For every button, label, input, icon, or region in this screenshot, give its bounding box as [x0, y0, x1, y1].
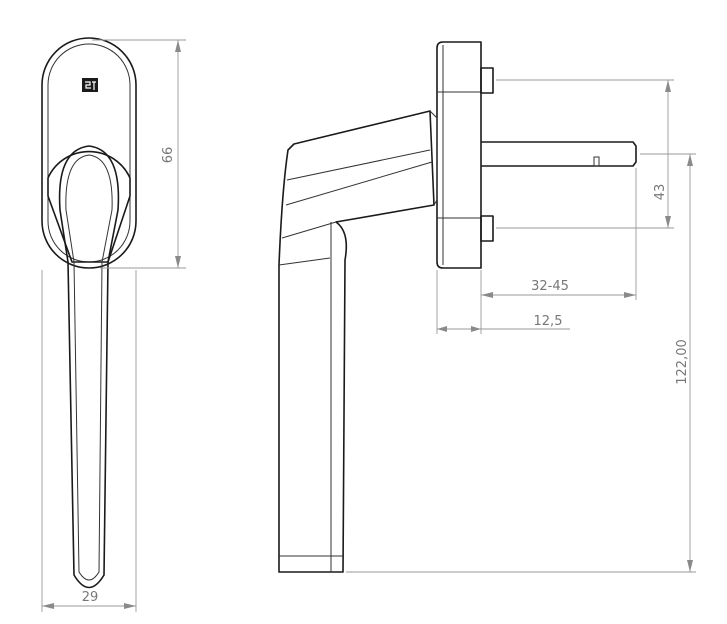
- side-view: 43 122,00 32-45 12,5: [278, 41, 696, 573]
- dimension-label-43: 43: [653, 184, 668, 201]
- dimension-label-32-45: 32-45: [531, 279, 569, 294]
- knob: [47, 150, 131, 263]
- spindle-pin: [593, 156, 600, 167]
- dimension-label-12-5: 12,5: [534, 314, 563, 329]
- handle-body: [278, 110, 435, 573]
- lever-inner-outline: [65, 154, 113, 581]
- front-view: 66 29: [41, 37, 186, 612]
- dimension-label-66: 66: [161, 147, 176, 164]
- lower-peg: [480, 215, 494, 242]
- rosette-side: [436, 41, 482, 269]
- spindle: [481, 141, 637, 167]
- lever: [58, 145, 120, 589]
- dimension-label-122: 122,00: [675, 339, 690, 385]
- upper-peg: [480, 67, 494, 94]
- dimension-label-29: 29: [82, 590, 99, 605]
- rosette-outline: [41, 37, 137, 269]
- logo: [82, 78, 98, 92]
